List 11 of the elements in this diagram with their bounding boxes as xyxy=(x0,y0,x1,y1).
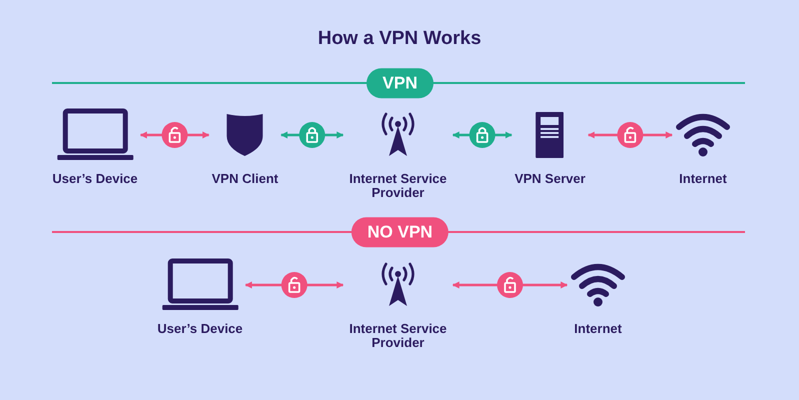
section-pill: VPN xyxy=(366,68,434,98)
node-label: VPN Client xyxy=(212,172,278,186)
node-label: User’s Device xyxy=(157,322,243,336)
node-label: VPN Server xyxy=(514,172,586,186)
node-label: Internet xyxy=(679,172,727,186)
diagram-title: How a VPN Works xyxy=(318,27,482,51)
node-label: Internet Service Provider xyxy=(348,172,448,200)
node-label: User’s Device xyxy=(52,172,138,186)
node-label: Internet xyxy=(574,322,622,336)
node-label: Internet Service Provider xyxy=(348,322,448,350)
section-pill: NO VPN xyxy=(351,217,449,247)
